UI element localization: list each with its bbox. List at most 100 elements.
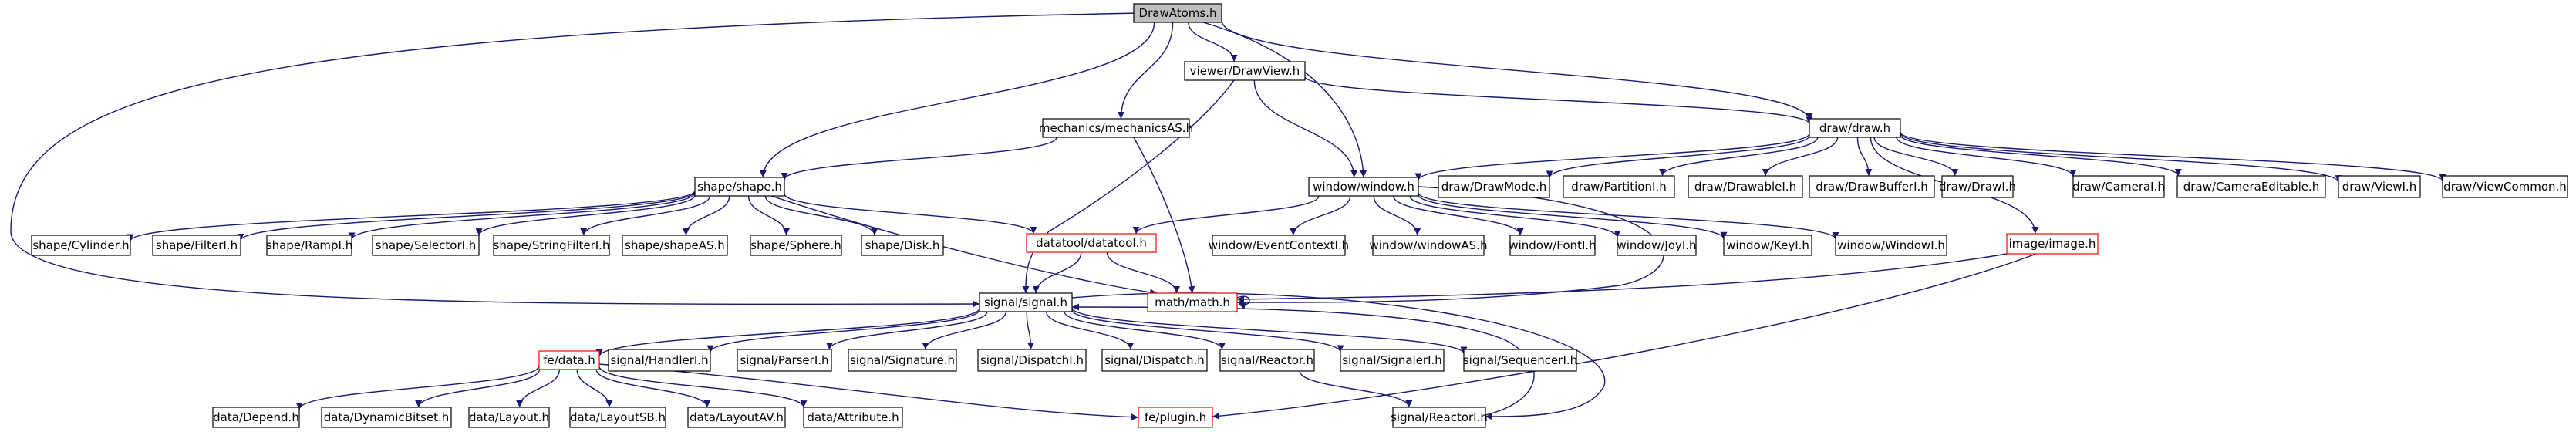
node-box-drawablei (1688, 175, 1803, 198)
edge-signal-to-dispatchi (1026, 311, 1035, 350)
node-box-fedata (538, 350, 600, 370)
node-shapeas[interactable]: shape/shapeAS.h (622, 235, 728, 256)
node-label-plugin: fe/plugin.h (1145, 410, 1206, 424)
node-selectori[interactable]: shape/SelectorI.h (372, 235, 480, 256)
node-label-fonti: window/FontI.h (1509, 238, 1596, 252)
node-signal[interactable]: signal/signal.h (979, 292, 1073, 312)
node-fedata[interactable]: fe/data.h (538, 350, 600, 370)
node-box-signal (979, 292, 1073, 312)
node-filteri[interactable]: shape/FilterI.h (152, 235, 241, 256)
node-box-rampi (266, 235, 352, 256)
node-draw[interactable]: draw/draw.h (1809, 118, 1901, 138)
node-label-disk: shape/Disk.h (865, 238, 940, 252)
edge-drawatoms-to-signal (10, 12, 1135, 308)
node-label-camerai: draw/CameraI.h (2072, 180, 2165, 194)
node-plugin[interactable]: fe/plugin.h (1138, 407, 1213, 428)
node-viewi[interactable]: draw/ViewI.h (2338, 175, 2421, 198)
node-cylinder[interactable]: shape/Cylinder.h (31, 235, 131, 256)
edge-draw-to-viewi (1900, 133, 2342, 183)
node-label-cameraeditable: draw/CameraEditable.h (2183, 180, 2320, 194)
node-datatool[interactable]: datatool/datatool.h (1026, 233, 1157, 253)
node-shape[interactable]: shape/shape.h (694, 177, 785, 197)
node-layout[interactable]: data/Layout.h (468, 407, 550, 428)
edge-window-to-eventcontexti (1290, 195, 1351, 236)
node-rampi[interactable]: shape/RampI.h (266, 235, 352, 256)
node-box-layoutsb (569, 407, 666, 428)
node-math[interactable]: math/math.h (1147, 292, 1238, 312)
node-label-selectori: shape/SelectorI.h (376, 238, 477, 252)
node-signature[interactable]: signal/Signature.h (848, 349, 957, 372)
node-box-shapeas (622, 235, 728, 256)
node-box-drawi (1941, 175, 2014, 198)
edge-drawatoms-to-mechanicsas (1117, 22, 1174, 120)
node-sphere[interactable]: shape/Sphere.h (750, 235, 842, 256)
node-drawi[interactable]: draw/DrawI.h (1939, 175, 2016, 198)
node-depend[interactable]: data/Depend.h (212, 407, 300, 428)
node-label-drawmode: draw/DrawMode.h (1441, 180, 1547, 194)
node-cameraeditable[interactable]: draw/CameraEditable.h (2176, 175, 2326, 198)
node-signaleri[interactable]: signal/SignalerI.h (1340, 349, 1445, 372)
node-label-drawview: viewer/DrawView.h (1190, 64, 1300, 78)
edge-draw-to-drawbufferi (1856, 137, 1873, 177)
node-mechanicsas[interactable]: mechanics/mechanicsAS.h (1039, 118, 1193, 138)
node-windowi[interactable]: window/WindowI.h (1835, 235, 1947, 256)
node-stringfilteri[interactable]: shape/StringFilterI.h (493, 235, 610, 256)
node-partitioni[interactable]: draw/PartitionI.h (1563, 175, 1675, 198)
node-label-mechanicsas: mechanics/mechanicsAS.h (1039, 121, 1193, 135)
node-camerai[interactable]: draw/CameraI.h (2072, 175, 2165, 198)
node-sequenceri[interactable]: signal/SequencerI.h (1463, 349, 1577, 372)
edge-window-to-windowas (1373, 195, 1421, 236)
edge-math-to-math (1236, 295, 1250, 309)
node-eventcontexti[interactable]: window/EventContextI.h (1209, 235, 1349, 256)
node-label-joyi: window/JoyI.h (1617, 238, 1696, 252)
node-label-layoutsb: data/LayoutSB.h (570, 410, 666, 424)
node-label-dynamicbitset: data/DynamicBitset.h (324, 410, 450, 424)
node-joyi[interactable]: window/JoyI.h (1617, 235, 1697, 256)
node-keyi[interactable]: window/KeyI.h (1723, 235, 1812, 256)
node-fonti[interactable]: window/FontI.h (1509, 235, 1597, 256)
node-drawablei[interactable]: draw/DrawableI.h (1688, 175, 1803, 198)
node-layoutav[interactable]: data/LayoutAV.h (687, 407, 786, 428)
node-window[interactable]: window/window.h (1308, 177, 1419, 197)
node-label-window: window/window.h (1313, 180, 1414, 194)
edge-window-to-keyi (1418, 194, 1728, 240)
node-label-layoutav: data/LayoutAV.h (690, 410, 784, 424)
node-label-fedata: fe/data.h (543, 353, 595, 367)
node-label-dispatchi: signal/DispatchI.h (980, 353, 1084, 367)
node-dispatchi[interactable]: signal/DispatchI.h (977, 349, 1087, 372)
edge-fedata-to-layoutsb (576, 369, 613, 408)
node-viewcommon[interactable]: draw/ViewCommon.h (2442, 175, 2568, 198)
node-attribute[interactable]: data/Attribute.h (803, 407, 903, 428)
node-dispatch[interactable]: signal/Dispatch.h (1101, 349, 1208, 372)
node-reactori[interactable]: signal/ReactorI.h (1391, 407, 1488, 428)
node-dynamicbitset[interactable]: data/DynamicBitset.h (321, 407, 452, 428)
node-drawatoms[interactable]: DrawAtoms.h (1133, 3, 1222, 23)
node-box-datatool (1026, 233, 1157, 253)
node-windowas[interactable]: window/windowAS.h (1370, 235, 1488, 256)
node-label-keyi: window/KeyI.h (1726, 238, 1809, 252)
edge-drawatoms-to-drawview (1188, 22, 1238, 62)
edge-draw-to-camerai (1896, 137, 2077, 177)
node-label-datatool: datatool/datatool.h (1036, 236, 1147, 250)
node-label-windowi: window/WindowI.h (1837, 238, 1945, 252)
node-drawbufferi[interactable]: draw/DrawBufferI.h (1809, 175, 1935, 198)
edge-draw-to-window (1414, 133, 1810, 181)
node-box-drawview (1184, 61, 1306, 81)
edge-signal-to-fedata (595, 308, 980, 357)
node-layoutsb[interactable]: data/LayoutSB.h (569, 407, 666, 428)
node-parseri[interactable]: signal/ParserI.h (737, 349, 832, 372)
node-box-disk (861, 235, 944, 256)
node-label-reactor: signal/Reactor.h (1221, 353, 1313, 367)
node-label-layout: data/Layout.h (469, 410, 549, 424)
node-drawmode[interactable]: draw/DrawMode.h (1438, 175, 1550, 198)
node-image[interactable]: image/image.h (2006, 233, 2099, 255)
node-box-math (1147, 292, 1238, 312)
node-reactor[interactable]: signal/Reactor.h (1219, 349, 1315, 372)
node-box-eventcontexti (1212, 235, 1346, 256)
edge-fedata-to-layoutav (595, 369, 711, 408)
node-disk[interactable]: shape/Disk.h (861, 235, 944, 256)
node-handleri[interactable]: signal/HandlerI.h (608, 349, 711, 372)
node-label-drawablei: draw/DrawableI.h (1694, 180, 1796, 194)
node-label-viewcommon: draw/ViewCommon.h (2443, 180, 2567, 194)
node-drawview[interactable]: viewer/DrawView.h (1184, 61, 1306, 81)
